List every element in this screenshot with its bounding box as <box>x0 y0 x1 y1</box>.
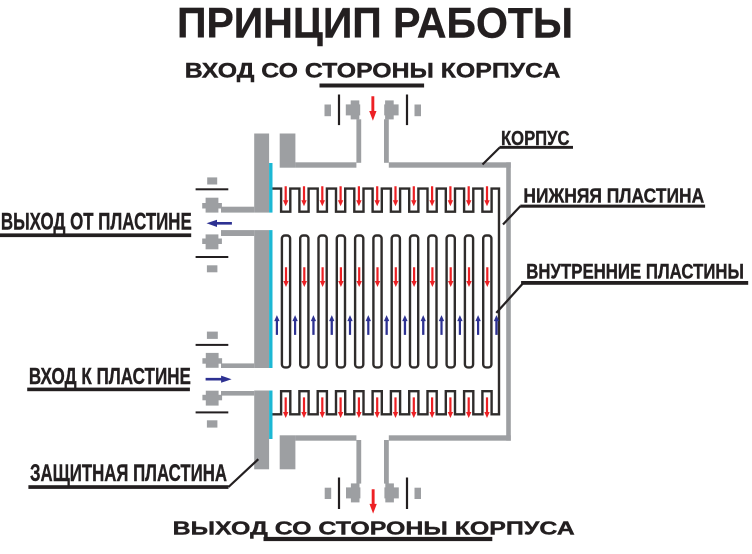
svg-text:ВЫХОД СО СТОРОНЫ КОРПУСА: ВЫХОД СО СТОРОНЫ КОРПУСА <box>173 518 576 539</box>
svg-text:ВЫХОД ОТ ПЛАСТИНЕ: ВЫХОД ОТ ПЛАСТИНЕ <box>1 208 192 235</box>
svg-text:ВНУТРЕННИЕ ПЛАСТИНЫ: ВНУТРЕННИЕ ПЛАСТИНЫ <box>526 261 744 284</box>
svg-text:ЗАЩИТНАЯ ПЛАСТИНА: ЗАЩИТНАЯ ПЛАСТИНА <box>30 460 227 487</box>
svg-text:НИЖНЯЯ ПЛАСТИНА: НИЖНЯЯ ПЛАСТИНА <box>523 185 704 208</box>
svg-text:КОРПУС: КОРПУС <box>501 127 570 150</box>
svg-text:ПРИНЦИП РАБОТЫ: ПРИНЦИП РАБОТЫ <box>177 0 573 48</box>
svg-text:ВХОД К ПЛАСТИНЕ: ВХОД К ПЛАСТИНЕ <box>29 363 191 389</box>
svg-text:ВХОД СО СТОРОНЫ КОРПУСА: ВХОД СО СТОРОНЫ КОРПУСА <box>185 59 561 82</box>
